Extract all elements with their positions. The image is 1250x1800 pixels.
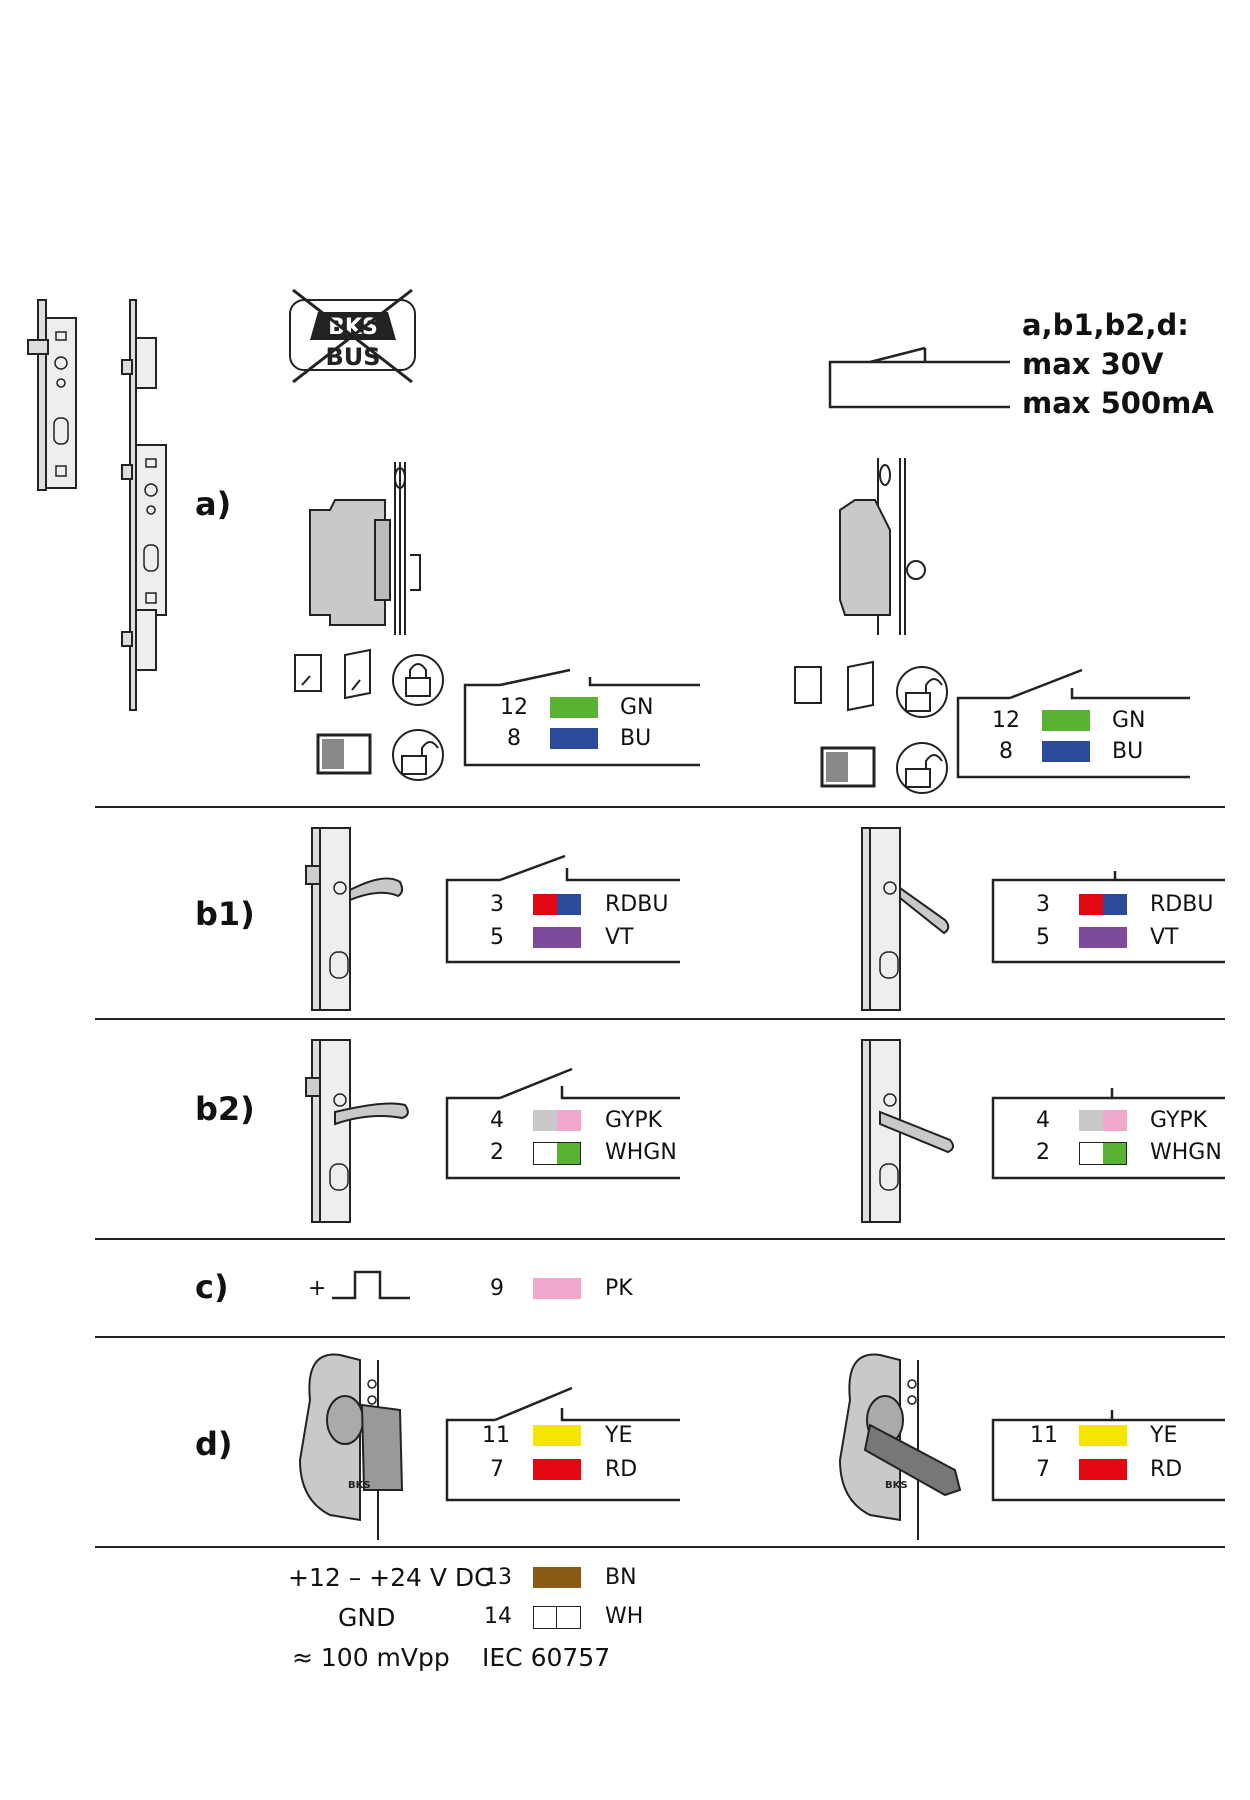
lock-closed-icon — [392, 654, 444, 706]
color-code: GYPK — [1150, 1108, 1208, 1133]
wire-color-swatch — [550, 728, 598, 749]
pulse-plus-sign: + — [308, 1276, 327, 1301]
pin-number: 11 — [482, 1423, 510, 1448]
pin-number: 9 — [490, 1276, 504, 1301]
divider — [95, 1018, 1225, 1020]
svg-text:BKS: BKS — [348, 1480, 371, 1491]
pin-number: 3 — [490, 892, 504, 917]
wire-color-swatch — [533, 927, 581, 948]
lock-open-icon — [392, 729, 444, 781]
bks-bus-crossed-logo: BKS BUS — [289, 288, 416, 384]
cylinder-key-drawing: BKS — [838, 1353, 962, 1540]
section-label-a: a) — [195, 485, 232, 523]
wire-color-swatch — [1079, 1142, 1127, 1165]
divider — [95, 806, 1225, 808]
wire-color-swatch — [533, 1110, 581, 1131]
pin-number: 12 — [992, 708, 1020, 733]
multipoint-lock-drawing — [27, 299, 167, 711]
color-code: WH — [605, 1604, 644, 1629]
ripple-text: ≈ 100 mVpp — [292, 1643, 450, 1672]
wire-color-swatch — [533, 1142, 581, 1165]
switch-brackets — [332, 668, 1225, 1502]
color-code: GYPK — [605, 1108, 663, 1133]
handle-drawing — [861, 1039, 954, 1223]
svg-text:BKS: BKS — [885, 1480, 908, 1491]
spec-voltage: max 30V — [1022, 347, 1164, 381]
section-label-b2: b2) — [195, 1090, 255, 1128]
lock-open-icon — [896, 666, 948, 718]
wire-color-swatch — [1079, 1425, 1127, 1446]
pin-number: 14 — [484, 1604, 512, 1629]
color-code: BU — [1112, 739, 1144, 764]
wire-color-swatch — [533, 1278, 581, 1299]
color-code: VT — [1150, 925, 1179, 950]
wire-color-swatch — [550, 697, 598, 718]
section-label-b1: b1) — [195, 895, 255, 933]
pin-number: 5 — [490, 925, 504, 950]
svg-text:BUS: BUS — [325, 343, 380, 371]
pin-number: 4 — [1036, 1108, 1050, 1133]
color-code: YE — [605, 1423, 633, 1448]
wire-color-swatch — [533, 1606, 581, 1629]
wire-color-swatch — [1079, 894, 1127, 915]
pin-number: 2 — [490, 1140, 504, 1165]
cylinder-key-drawing: BKS — [298, 1353, 404, 1540]
pin-number: 4 — [490, 1108, 504, 1133]
wire-color-swatch — [533, 1567, 581, 1588]
section-label-d: d) — [195, 1425, 233, 1463]
handle-drawing — [861, 827, 950, 1011]
door-closed-icon — [794, 666, 822, 704]
pin-number: 8 — [507, 726, 521, 751]
strike-latch-drawing-open — [839, 458, 926, 635]
spec-title: a,b1,b2,d: — [1022, 308, 1189, 342]
pin-number: 11 — [1030, 1423, 1058, 1448]
pin-number: 13 — [484, 1565, 512, 1590]
divider — [95, 1336, 1225, 1338]
pin-number: 5 — [1036, 925, 1050, 950]
lock-open-icon — [896, 742, 948, 794]
wire-color-swatch — [533, 894, 581, 915]
color-code: RD — [1150, 1457, 1183, 1482]
color-code: WHGN — [605, 1140, 677, 1165]
door-closed-icon — [294, 654, 322, 692]
handle-drawing — [305, 827, 404, 1011]
divider — [95, 1546, 1225, 1548]
pin-number: 7 — [490, 1457, 504, 1482]
pin-number: 3 — [1036, 892, 1050, 917]
strike-latch-drawing — [309, 462, 421, 635]
color-code: WHGN — [1150, 1140, 1222, 1165]
wire-color-swatch — [1042, 741, 1090, 762]
spec-switch-symbol — [828, 346, 1010, 409]
standard-text: IEC 60757 — [482, 1643, 611, 1672]
section-label-c: c) — [195, 1268, 229, 1306]
color-code: BU — [620, 726, 652, 751]
color-code: RD — [605, 1457, 638, 1482]
spec-current: max 500mA — [1022, 386, 1214, 420]
divider — [95, 1238, 1225, 1240]
color-code: VT — [605, 925, 634, 950]
wire-color-swatch — [533, 1459, 581, 1480]
pin-number: 7 — [1036, 1457, 1050, 1482]
door-open-icon — [344, 648, 371, 700]
wire-color-swatch — [1079, 1110, 1127, 1131]
power-supply-text: +12 – +24 V DC — [288, 1563, 492, 1592]
color-code: GN — [620, 695, 654, 720]
color-code: RDBU — [605, 892, 669, 917]
wire-color-swatch — [1042, 710, 1090, 731]
color-code: GN — [1112, 708, 1146, 733]
pin-number: 2 — [1036, 1140, 1050, 1165]
handle-drawing — [305, 1039, 409, 1223]
pin-number: 12 — [500, 695, 528, 720]
door-open-icon — [847, 660, 874, 712]
wire-color-swatch — [1079, 927, 1127, 948]
gnd-text: GND — [338, 1603, 396, 1632]
color-code: RDBU — [1150, 892, 1214, 917]
color-code: PK — [605, 1276, 633, 1301]
color-code: YE — [1150, 1423, 1178, 1448]
wire-color-swatch — [1079, 1459, 1127, 1480]
pin-number: 8 — [999, 739, 1013, 764]
wire-color-swatch — [533, 1425, 581, 1446]
color-code: BN — [605, 1565, 637, 1590]
